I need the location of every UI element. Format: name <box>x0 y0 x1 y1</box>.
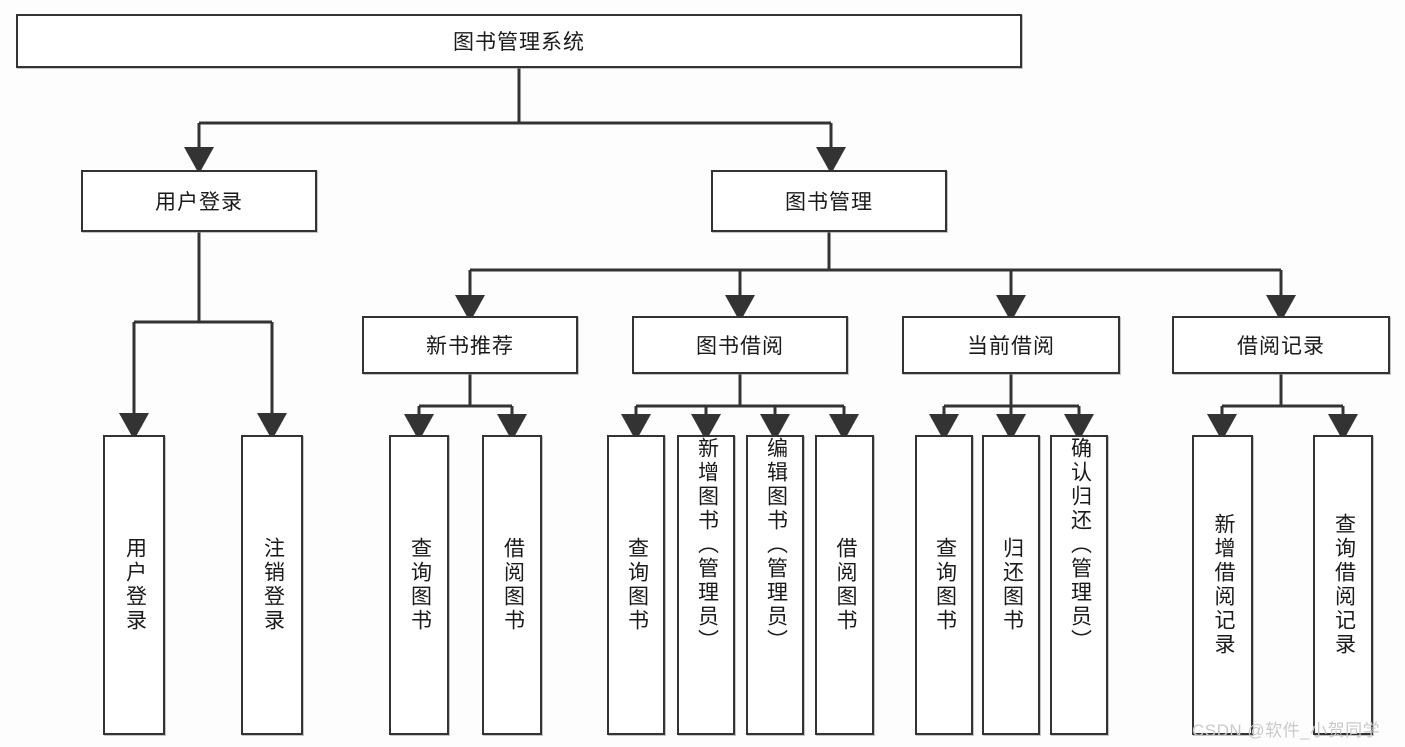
node-leaf-return-book-label: 归还图书 <box>1000 537 1024 633</box>
node-user-login-label: 用户登录 <box>155 191 243 214</box>
edge-group-root <box>184 68 846 174</box>
node-leaf-user-login-label: 用户登录 <box>123 537 147 633</box>
node-new-book-rec[interactable]: 新书推荐 <box>362 316 578 374</box>
node-leaf-borrow-book-2[interactable]: 借阅图书 <box>815 435 874 735</box>
node-book-borrow[interactable]: 图书借阅 <box>632 316 848 374</box>
node-book-borrow-label: 图书借阅 <box>696 335 784 358</box>
node-leaf-logout[interactable]: 注销登录 <box>241 435 303 735</box>
node-book-manage-label: 图书管理 <box>785 191 873 214</box>
node-current-borrow-label: 当前借阅 <box>967 335 1055 358</box>
csdn-watermark: CSDN @软件_小贺同学 <box>1192 721 1381 740</box>
node-leaf-user-login[interactable]: 用户登录 <box>103 435 165 735</box>
node-leaf-query-book-1[interactable]: 查询图书 <box>389 435 449 735</box>
node-leaf-borrow-book-1[interactable]: 借阅图书 <box>482 435 542 735</box>
node-book-manage[interactable]: 图书管理 <box>711 170 947 232</box>
node-leaf-add-book-label: 新增图书（管理员） <box>695 437 719 653</box>
edge-group-new-book-rec <box>404 374 527 441</box>
node-leaf-confirm-return[interactable]: 确认归还（管理员） <box>1050 435 1108 735</box>
node-leaf-query-book-3[interactable]: 查询图书 <box>915 435 973 735</box>
node-leaf-query-book-3-label: 查询图书 <box>933 537 957 633</box>
node-borrow-record[interactable]: 借阅记录 <box>1172 316 1390 374</box>
node-root[interactable]: 图书管理系统 <box>16 14 1022 68</box>
node-new-book-rec-label: 新书推荐 <box>426 335 514 358</box>
node-leaf-borrow-book-2-label: 借阅图书 <box>833 537 857 633</box>
node-leaf-edit-book-label: 编辑图书（管理员） <box>764 437 788 653</box>
node-leaf-logout-label: 注销登录 <box>261 537 285 633</box>
node-current-borrow[interactable]: 当前借阅 <box>902 316 1120 374</box>
node-leaf-edit-book[interactable]: 编辑图书（管理员） <box>746 435 804 735</box>
node-root-label: 图书管理系统 <box>453 31 585 54</box>
node-leaf-query-book-1-label: 查询图书 <box>408 537 432 633</box>
node-leaf-add-record[interactable]: 新增借阅记录 <box>1192 435 1253 735</box>
node-leaf-query-book-2-label: 查询图书 <box>625 537 649 633</box>
node-leaf-confirm-return-label: 确认归还（管理员） <box>1068 437 1092 653</box>
node-leaf-borrow-book-1-label: 借阅图书 <box>501 537 525 633</box>
node-leaf-query-record[interactable]: 查询借阅记录 <box>1313 435 1373 735</box>
node-user-login[interactable]: 用户登录 <box>81 170 317 232</box>
node-leaf-query-record-label: 查询借阅记录 <box>1332 513 1356 657</box>
edge-group-user-login <box>119 232 287 440</box>
edge-group-book-manage <box>455 232 1296 322</box>
edge-group-current-borrow <box>929 374 1094 441</box>
node-leaf-query-book-2[interactable]: 查询图书 <box>607 435 665 735</box>
edge-group-borrow-record <box>1207 374 1358 441</box>
edge-group-book-borrow <box>621 374 859 441</box>
node-leaf-add-record-label: 新增借阅记录 <box>1211 513 1235 657</box>
node-borrow-record-label: 借阅记录 <box>1237 335 1325 358</box>
node-leaf-add-book[interactable]: 新增图书（管理员） <box>677 435 735 735</box>
node-leaf-return-book[interactable]: 归还图书 <box>982 435 1040 735</box>
